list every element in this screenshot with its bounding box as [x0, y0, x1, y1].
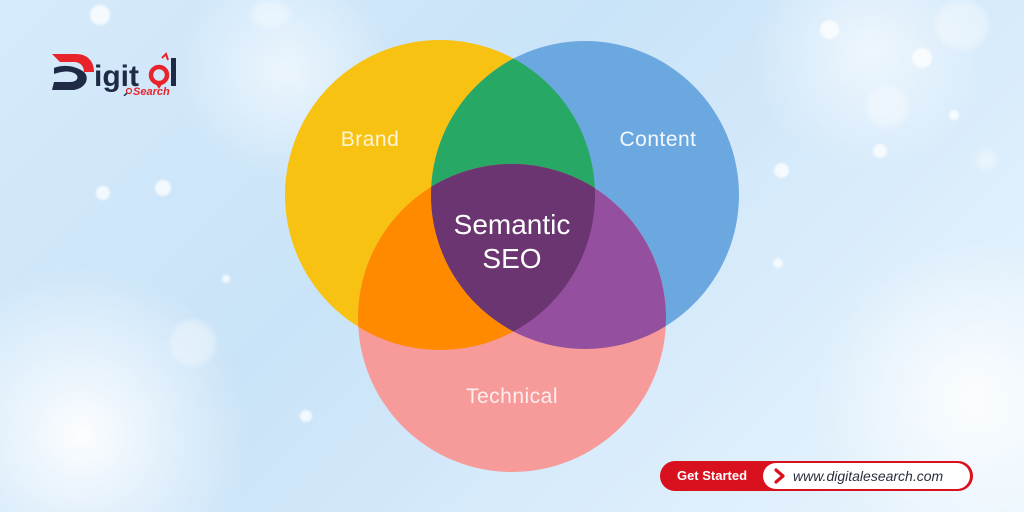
bokeh-dot — [976, 150, 996, 170]
technical-label: Technical — [465, 385, 559, 408]
bokeh-dot — [912, 48, 932, 68]
svg-text:Search: Search — [133, 86, 170, 96]
bokeh-dot — [873, 144, 887, 158]
bokeh-dot — [866, 86, 908, 128]
bokeh-dot — [90, 5, 110, 25]
website-url-text: www.digitalesearch.com — [793, 468, 944, 484]
bokeh-dot — [773, 258, 783, 268]
website-link[interactable]: www.digitalesearch.com — [763, 463, 970, 489]
content-label: Content — [619, 128, 697, 151]
bokeh-dot — [170, 320, 216, 366]
bokeh-dot — [222, 275, 230, 283]
bokeh-dot — [250, 0, 290, 28]
bokeh-dot — [949, 110, 959, 120]
digital-search-logo[interactable]: igit Search — [50, 50, 190, 96]
bokeh-dot — [155, 180, 171, 196]
brand-label: Brand — [340, 128, 400, 151]
bokeh-dot — [820, 20, 839, 39]
chevron-right-icon — [769, 465, 791, 487]
bokeh-dot — [935, 0, 989, 50]
center-label-line1: Semantic — [453, 209, 571, 240]
bokeh-dot — [96, 186, 110, 200]
semantic-seo-center-label: Semantic SEO — [454, 208, 571, 276]
cta-bar: Get Started www.digitalesearch.com — [660, 461, 973, 491]
bokeh-dot — [300, 410, 312, 422]
bokeh-dot — [774, 163, 789, 178]
get-started-button[interactable]: Get Started — [676, 468, 748, 483]
svg-text:igit: igit — [94, 60, 139, 93]
center-label-line2: SEO — [482, 243, 542, 274]
logo-mark-icon: igit Search — [52, 52, 176, 96]
